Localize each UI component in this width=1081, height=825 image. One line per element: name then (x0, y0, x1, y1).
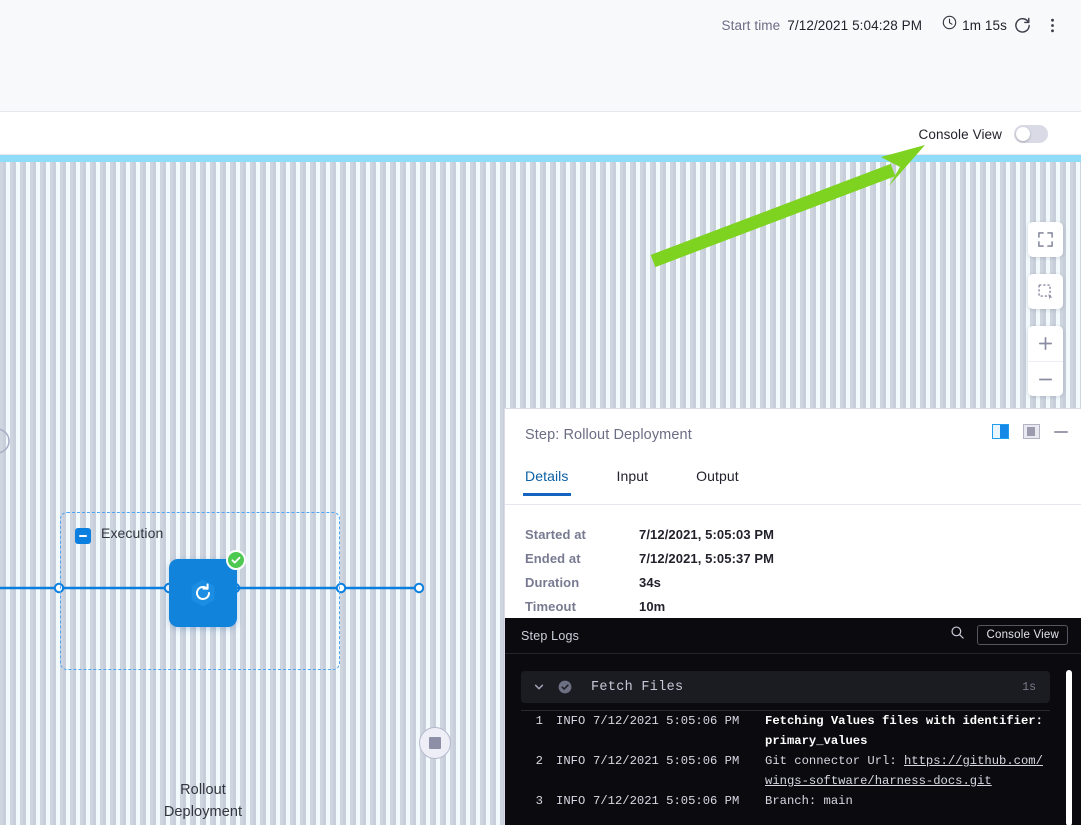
execution-meta: Start time 7/12/2021 5:04:28 PM 1m 15s (722, 8, 1068, 42)
minimize-icon[interactable] (1054, 430, 1068, 433)
log-line-list: 1 INFO 7/12/2021 5:05:06 PM Fetching Val… (521, 711, 1050, 811)
step-logs-title: Step Logs (521, 629, 580, 643)
log-line: 2 INFO 7/12/2021 5:05:06 PM Git connecto… (521, 751, 1050, 791)
log-line-message: Branch: main (765, 794, 853, 808)
clock-icon (942, 15, 957, 35)
more-vertical-icon[interactable] (1037, 10, 1067, 40)
log-line-timestamp: 7/12/2021 5:05:06 PM (593, 714, 740, 728)
log-line-message: Git connector Url: https://github.com/wi… (765, 751, 1050, 791)
log-group-fetch-files[interactable]: Fetch Files 1s (521, 671, 1050, 703)
fit-to-screen-button[interactable] (1028, 222, 1063, 257)
field-key-timeout: Timeout (525, 599, 577, 614)
log-line-link[interactable]: https://github.com/wings-software/harnes… (765, 754, 1043, 788)
stop-square-icon (429, 737, 441, 749)
start-time-value: 7/12/2021 5:04:28 PM (787, 17, 923, 33)
field-value-duration: 34s (639, 575, 661, 590)
top-bar: Start time 7/12/2021 5:04:28 PM 1m 15s (0, 0, 1081, 112)
step-detail-panel: Step: Rollout Deployment Details Input O… (504, 408, 1081, 825)
toggle-knob (1016, 127, 1030, 141)
expand-corners-icon (1038, 232, 1053, 247)
field-value-ended-at: 7/12/2021, 5:05:37 PM (639, 551, 775, 566)
step-logs-panel: Step Logs Console View Fetch Files 1s (505, 618, 1081, 825)
step-node-label: Rollout Deployment (133, 779, 273, 823)
log-line-level: INFO (556, 794, 586, 808)
console-view-toggle[interactable] (1014, 125, 1048, 143)
log-line: 3 INFO 7/12/2021 5:05:06 PM Branch: main (521, 791, 1050, 811)
log-divider (521, 710, 1050, 711)
field-value-started-at: 7/12/2021, 5:05:03 PM (639, 527, 775, 542)
layout-bottom-panel-icon[interactable] (1023, 424, 1040, 439)
log-line-number: 2 (535, 754, 543, 768)
duration-value: 1m 15s (962, 17, 1007, 33)
log-line-number: 3 (535, 794, 543, 808)
detail-panel-header: Step: Rollout Deployment (505, 409, 1081, 461)
tab-details[interactable]: Details (523, 462, 570, 496)
refresh-icon[interactable] (1007, 10, 1037, 40)
zoom-to-selection-button[interactable] (1028, 274, 1063, 309)
tab-input[interactable]: Input (616, 468, 649, 484)
log-line-timestamp: 7/12/2021 5:05:06 PM (593, 794, 740, 808)
console-view-bar: Console View (0, 113, 1081, 155)
step-label-line-1: Rollout (180, 782, 226, 798)
pipeline-graph (0, 428, 425, 594)
field-key-started-at: Started at (525, 527, 586, 542)
logs-console-view-button[interactable]: Console View (977, 625, 1068, 645)
rollout-deployment-icon (191, 579, 215, 607)
detail-tabs: Details Input Output (523, 462, 787, 496)
start-time-label: Start time (721, 17, 781, 33)
chevron-down-icon[interactable] (532, 681, 546, 693)
detail-fields: Started at 7/12/2021, 5:05:03 PM Ended a… (525, 527, 774, 614)
log-scrollbar[interactable] (1066, 670, 1072, 825)
log-line-message: Fetching Values files with identifier: p… (765, 714, 1043, 748)
zoom-out-button[interactable] (1028, 361, 1063, 396)
log-group-duration: 1s (1022, 680, 1036, 694)
log-line-timestamp: 7/12/2021 5:05:06 PM (593, 754, 740, 768)
log-group-name: Fetch Files (591, 679, 684, 695)
status-badge-success (226, 550, 246, 570)
log-line-number: 1 (535, 714, 543, 728)
search-icon[interactable] (950, 625, 965, 645)
zoom-controls-group (1028, 326, 1063, 396)
console-view-label: Console View (918, 126, 1002, 142)
field-value-timeout: 10m (639, 599, 666, 614)
log-line-message-prefix: Git connector Url: (765, 754, 904, 768)
step-logs-header: Step Logs Console View (505, 618, 1081, 654)
pipeline-end-node[interactable] (419, 727, 451, 759)
log-line-level: INFO (556, 754, 586, 768)
log-line: 1 INFO 7/12/2021 5:05:06 PM Fetching Val… (521, 711, 1050, 751)
plus-icon (1038, 336, 1053, 351)
canvas-top-highlight-band (0, 155, 1081, 162)
field-key-duration: Duration (525, 575, 580, 590)
layout-right-panel-icon[interactable] (992, 424, 1009, 439)
execution-group-box[interactable]: Execution (60, 512, 340, 670)
canvas-controls (1028, 222, 1063, 396)
field-key-ended-at: Ended at (525, 551, 581, 566)
minus-icon (1038, 378, 1053, 380)
tabs-divider (505, 504, 1081, 505)
detail-panel-title: Step: Rollout Deployment (525, 427, 692, 443)
step-node-rollout-deployment[interactable] (169, 550, 246, 627)
collapse-group-button[interactable] (75, 528, 91, 544)
selection-box-icon (1038, 284, 1053, 300)
log-line-level: INFO (556, 714, 586, 728)
duration-group: 1m 15s (942, 15, 1007, 35)
step-label-line-2: Deployment (163, 804, 243, 820)
tab-output[interactable]: Output (696, 468, 739, 484)
zoom-in-button[interactable] (1028, 326, 1063, 361)
execution-group-title: Execution (101, 525, 164, 541)
log-group-status-success-icon (557, 679, 573, 695)
